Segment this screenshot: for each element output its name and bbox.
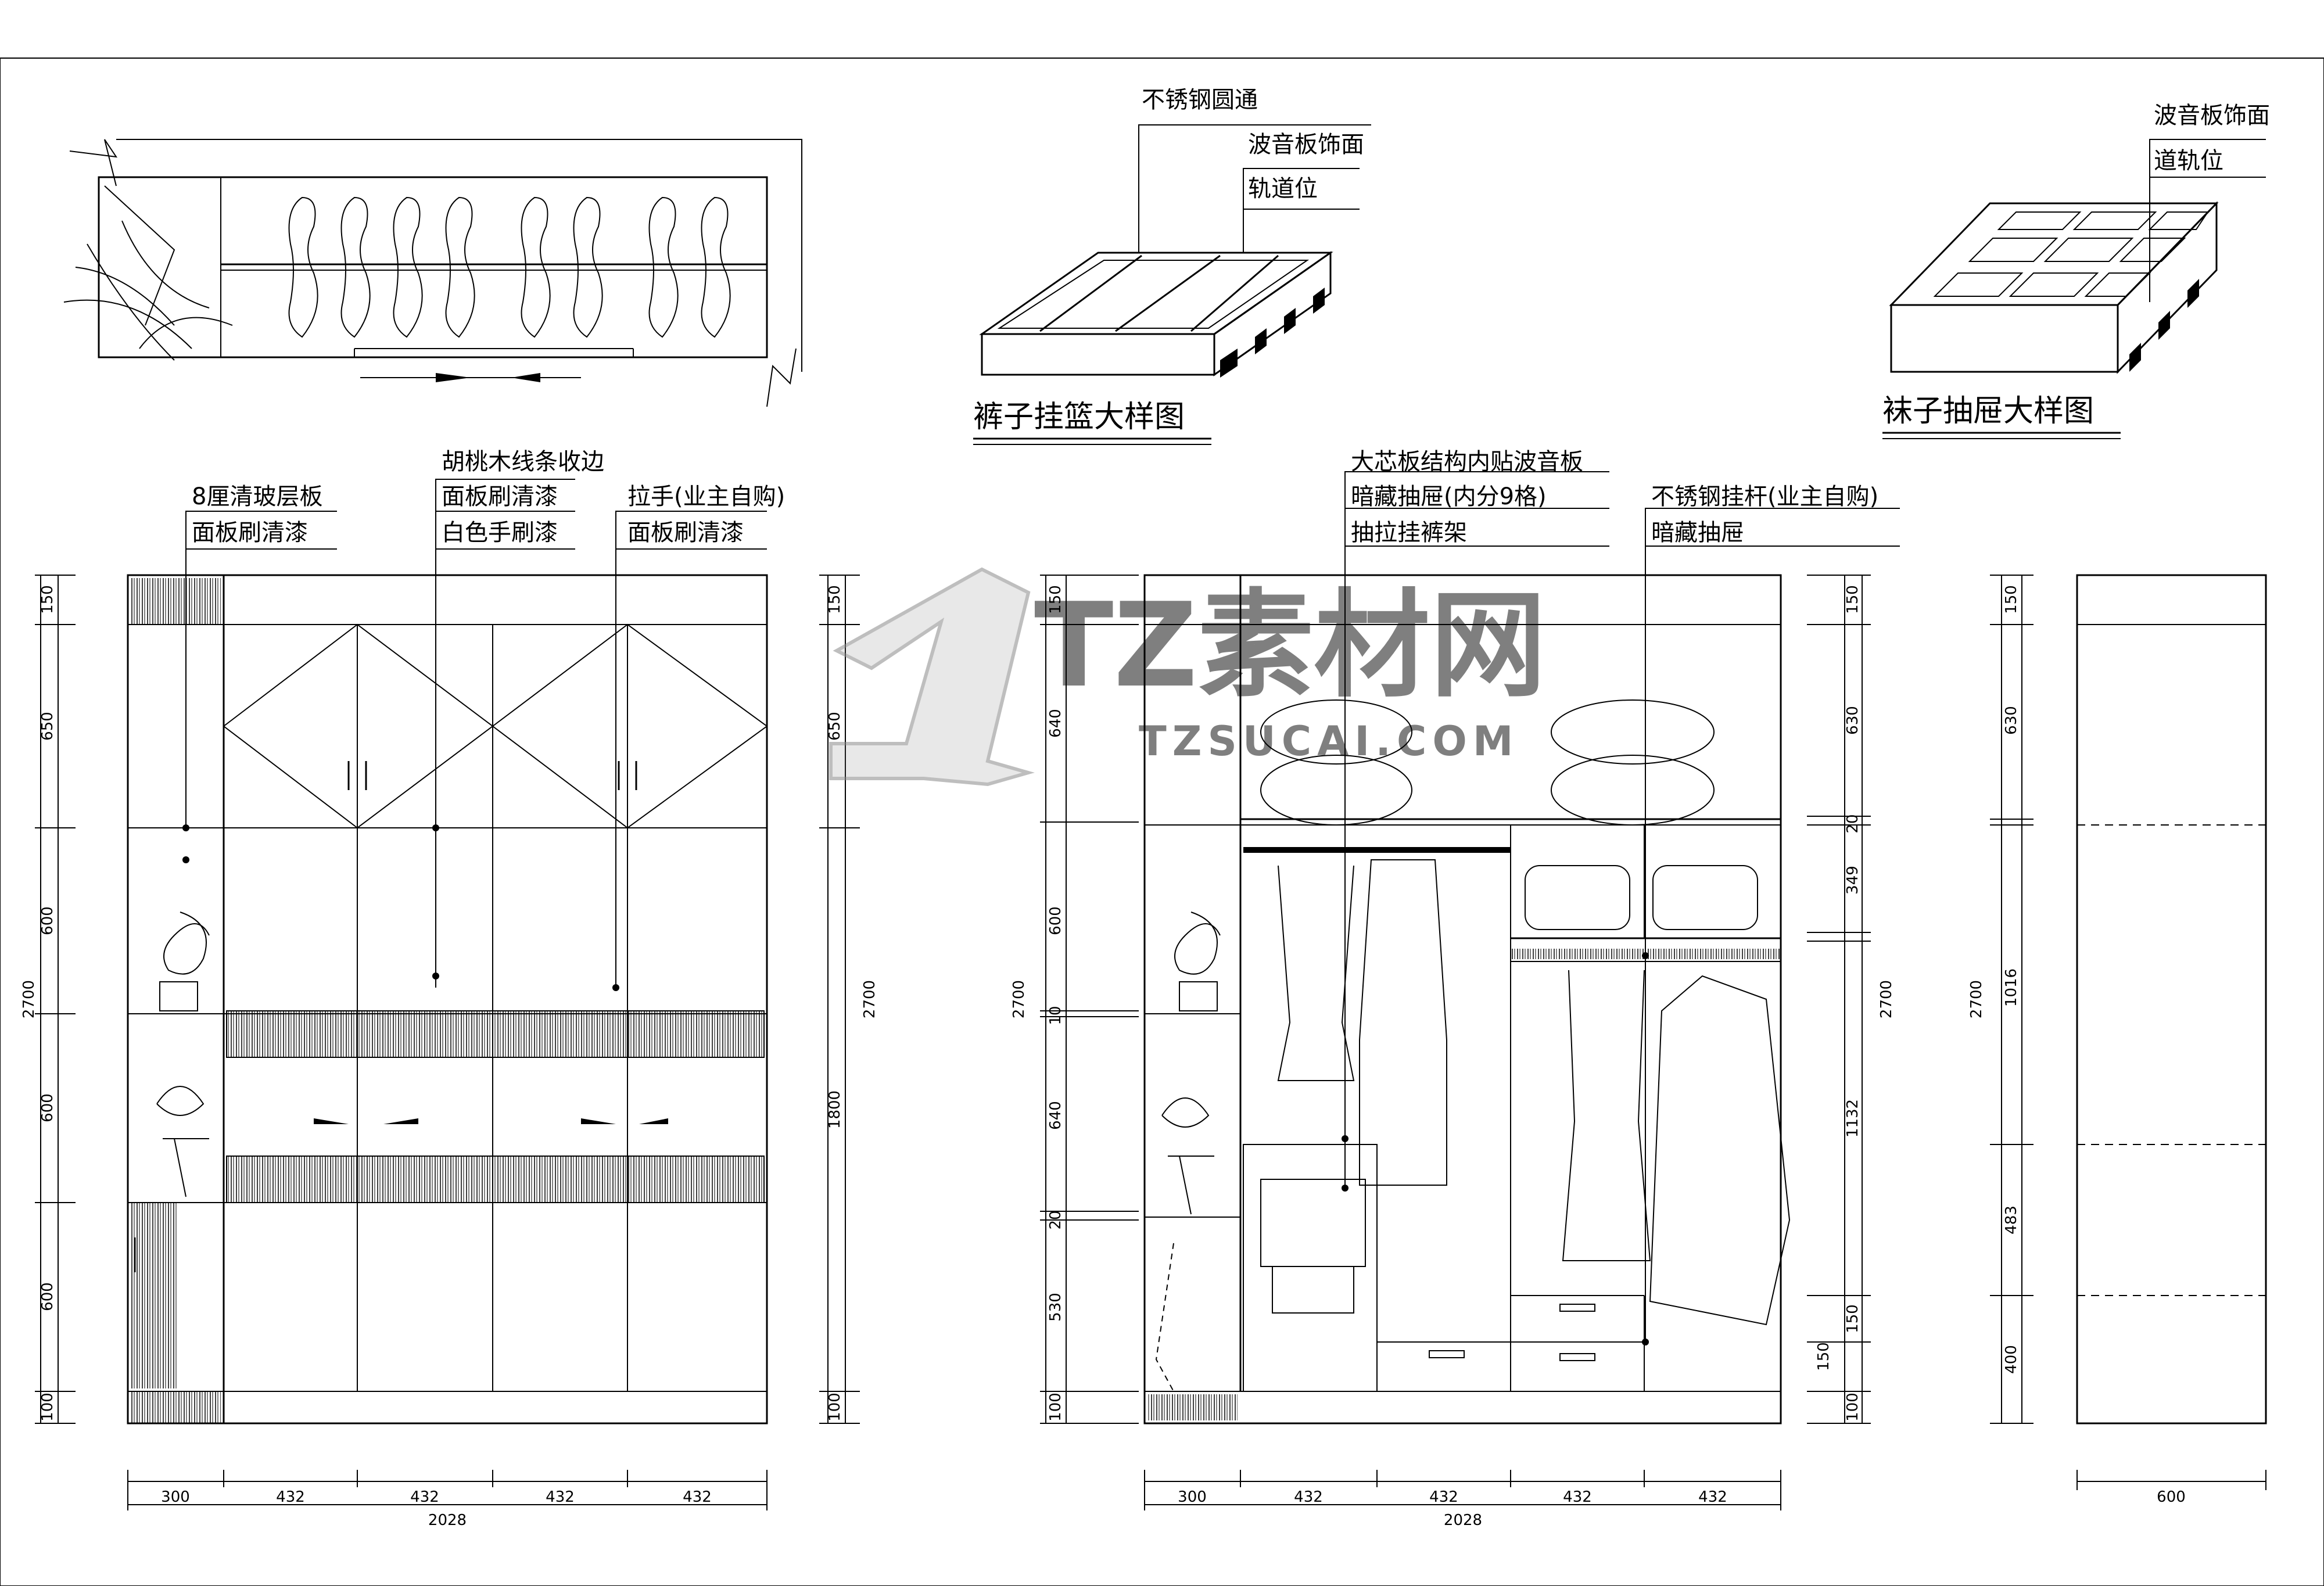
socks-drawer-label-2: 道轨位 (2154, 148, 2223, 174)
watermark-url: TZSUCAI.COM (1139, 717, 1519, 765)
dim-text: 432 (546, 1488, 575, 1506)
dim-text: 2028 (428, 1512, 467, 1529)
middle-label-4: 不锈钢挂杆(业主自购) (1651, 483, 1878, 510)
dim-text: 349 (1844, 866, 1862, 895)
left-label-2: 面板刷清漆 (192, 519, 308, 546)
socks-drawer-detail: 波音板饰面 道轨位 袜子抽屉大样图 (1882, 102, 2270, 439)
pants-basket-label-2: 波音板饰面 (1248, 131, 1364, 158)
left-label-3: 胡桃木线条收边 (442, 448, 604, 475)
watermark-brand: TZ素材网 (1034, 578, 1546, 713)
dim-text: 530 (1047, 1293, 1064, 1322)
dim-text: 2028 (1444, 1512, 1482, 1529)
dim-text: 630 (2003, 706, 2020, 735)
dim-text: 400 (2003, 1345, 2020, 1374)
dim-text: 630 (1844, 706, 1862, 735)
dim-text: 150 (39, 585, 56, 614)
dim-text: 432 (1429, 1488, 1458, 1506)
pants-basket-title: 裤子挂篮大样图 (973, 400, 1185, 435)
socks-drawer-title: 袜子抽屉大样图 (1882, 394, 2094, 429)
dim-text: 20 (1047, 1210, 1064, 1229)
middle-elev-dims-bottom: 300 432 432 432 432 2028 (1144, 1470, 1781, 1529)
middle-elev-dims-left: 150 640 600 10 640 20 530 100 2700 (1010, 575, 1139, 1424)
dim-text: 300 (1178, 1488, 1207, 1506)
sheet-border (0, 58, 2324, 1586)
dim-text: 432 (410, 1488, 439, 1506)
dim-text: 150 (1844, 585, 1862, 614)
dim-text: 650 (39, 712, 56, 741)
left-elev-dims-right: 150 650 1800 100 2700 (819, 575, 878, 1424)
left-elev-dims-left: 150 650 600 600 600 100 2700 (20, 575, 76, 1424)
dim-text: 1800 (826, 1090, 844, 1129)
dim-text: 432 (683, 1488, 712, 1506)
dim-text: 600 (2157, 1488, 2186, 1506)
dim-text: 600 (1047, 906, 1064, 935)
left-label-6: 拉手(业主自购) (627, 483, 785, 510)
left-label-5: 白色手刷漆 (442, 519, 558, 546)
left-label-1: 8厘清玻层板 (192, 483, 322, 510)
pants-basket-detail: 不锈钢圆通 波音板饰面 轨道位 裤子挂篮大样图 (973, 87, 1371, 445)
dim-text: 150 (1844, 1304, 1862, 1333)
dim-text: 2700 (861, 980, 878, 1018)
pants-basket-label-3: 轨道位 (1248, 175, 1318, 202)
dim-text: 100 (1047, 1393, 1064, 1422)
middle-elevation: 大芯板结构内贴波音板 暗藏抽屉(内分9格) 抽拉挂裤架 不锈钢挂杆(业主自购) … (1143, 448, 1900, 1424)
socks-drawer-label-1: 波音板饰面 (2154, 102, 2270, 129)
dim-text: 10 (1047, 1006, 1064, 1025)
dim-text: 2700 (20, 980, 38, 1018)
dim-text: 600 (39, 906, 56, 935)
dim-text: 2700 (1010, 980, 1028, 1018)
middle-label-1: 大芯板结构内贴波音板 (1351, 448, 1583, 475)
dim-text: 432 (1563, 1488, 1592, 1506)
dim-text: 600 (39, 1282, 56, 1311)
dim-text: 150 (1047, 585, 1064, 614)
middle-label-5: 暗藏抽屉 (1651, 519, 1744, 546)
watermark: TZ素材网 TZSUCAI.COM (829, 567, 1546, 787)
left-elev-dims-bottom: 300 432 432 432 432 2028 (127, 1470, 768, 1529)
plan-view (63, 139, 802, 407)
dim-text: 300 (161, 1488, 190, 1506)
dim-text: 2700 (1968, 980, 1985, 1018)
dim-text: 640 (1047, 709, 1064, 738)
dim-text: 1132 (1844, 1099, 1862, 1138)
dim-text: 100 (39, 1393, 56, 1422)
side-section (2076, 574, 2267, 1424)
left-label-4: 面板刷清漆 (442, 483, 558, 510)
side-section-dims: 150 630 1016 483 400 2700 600 (1968, 575, 2266, 1506)
dim-text: 1016 (2003, 968, 2020, 1007)
watermark-logo (829, 567, 1035, 787)
dim-text: 432 (1294, 1488, 1323, 1506)
dim-text: 150 (826, 585, 844, 614)
middle-label-3: 抽拉挂裤架 (1351, 519, 1467, 546)
dim-text: 100 (1844, 1393, 1862, 1422)
dim-text: 150 (2003, 585, 2020, 614)
dim-text: 432 (1698, 1488, 1727, 1506)
dim-text: 150 (1815, 1342, 1832, 1371)
left-elevation: 8厘清玻层板 面板刷清漆 胡桃木线条收边 面板刷清漆 白色手刷漆 拉手(业主自购… (127, 448, 785, 1424)
left-label-7: 面板刷清漆 (627, 519, 744, 546)
middle-elev-dims-right: 150 630 20 349 1132 150 150 100 2700 (1807, 575, 1895, 1424)
dim-text: 640 (1047, 1101, 1064, 1130)
dim-text: 600 (39, 1093, 56, 1122)
middle-label-2: 暗藏抽屉(内分9格) (1351, 483, 1547, 510)
dim-text: 2700 (1878, 980, 1895, 1018)
pants-basket-label-1: 不锈钢圆通 (1142, 87, 1258, 113)
dim-text: 483 (2003, 1205, 2020, 1235)
dim-text: 432 (276, 1488, 305, 1506)
dim-text: 650 (826, 712, 844, 741)
dim-text: 20 (1844, 814, 1862, 833)
dim-text: 100 (826, 1393, 844, 1422)
